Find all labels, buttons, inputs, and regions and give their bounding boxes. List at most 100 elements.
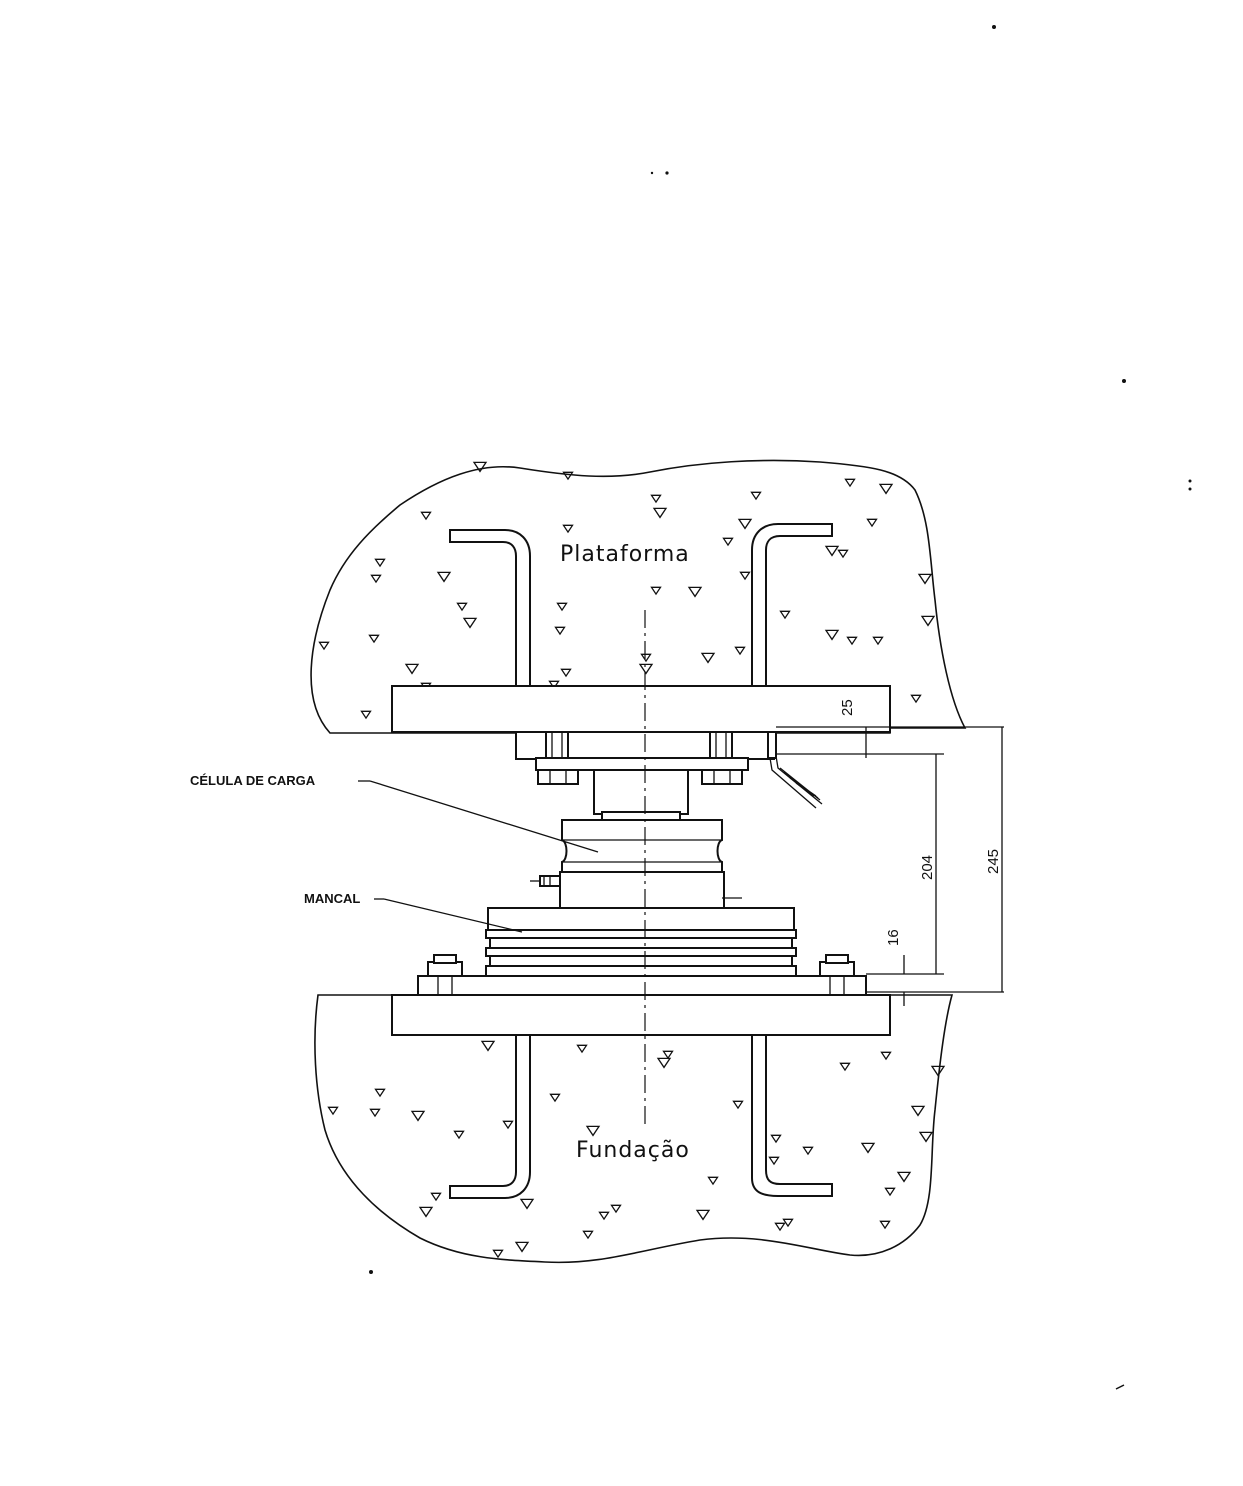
aggregate-triangle xyxy=(327,1106,339,1116)
concrete-aggregate-marks xyxy=(318,461,946,1259)
aggregate-triangle xyxy=(768,1156,780,1166)
upper-embedded-plate xyxy=(391,685,891,733)
aggregate-triangle xyxy=(610,1204,622,1214)
lower-anchor-left xyxy=(449,1034,531,1199)
aggregate-triangle xyxy=(732,1100,744,1110)
aggregate-triangle xyxy=(739,571,751,581)
aggregate-triangle xyxy=(562,524,574,534)
foundation-label: Fundação xyxy=(576,1138,690,1163)
aggregate-triangle xyxy=(662,1050,674,1060)
base-bolt-right xyxy=(819,954,855,996)
aggregate-triangle xyxy=(884,1187,896,1197)
dim-base-16: 16 xyxy=(885,929,902,946)
aggregate-triangle xyxy=(750,491,762,501)
platform-label: Plataforma xyxy=(560,542,690,567)
aggregate-triangle xyxy=(453,1130,465,1140)
aggregate-triangle xyxy=(650,494,662,504)
aggregate-triangle xyxy=(374,1088,386,1098)
aggregate-triangle xyxy=(878,483,894,495)
aggregate-triangle xyxy=(846,636,858,646)
base-bolt-left xyxy=(427,954,463,996)
aggregate-triangle xyxy=(640,653,652,663)
aggregate-triangle xyxy=(872,636,884,646)
aggregate-triangle xyxy=(514,1241,530,1253)
load-button xyxy=(593,769,689,815)
aggregate-triangle xyxy=(910,1105,926,1117)
aggregate-triangle xyxy=(695,1209,711,1221)
aggregate-triangle xyxy=(410,1110,426,1122)
aggregate-triangle xyxy=(837,549,849,559)
aggregate-triangle xyxy=(700,652,716,664)
ground-strap xyxy=(767,731,823,809)
aggregate-triangle xyxy=(548,680,560,690)
dim-total-245: 245 xyxy=(985,849,1002,874)
aggregate-triangle xyxy=(779,610,791,620)
aggregate-triangle xyxy=(844,478,856,488)
dim-cell-204: 204 xyxy=(919,855,936,880)
aggregate-triangle xyxy=(650,586,662,596)
aggregate-triangle xyxy=(472,461,488,473)
load-button-ring xyxy=(601,811,681,821)
lower-anchor-right xyxy=(751,1034,833,1197)
aggregate-triangle xyxy=(374,558,386,568)
aggregate-triangle xyxy=(722,537,734,547)
aggregate-triangle xyxy=(737,518,753,530)
aggregate-triangle xyxy=(598,1211,610,1221)
aggregate-triangle xyxy=(707,1176,719,1186)
aggregate-triangle xyxy=(687,586,703,598)
aggregate-triangle xyxy=(824,545,840,557)
scan-specks xyxy=(369,25,1192,1390)
aggregate-triangle xyxy=(549,1093,561,1103)
aggregate-triangle xyxy=(879,1220,891,1230)
aggregate-triangle xyxy=(839,1062,851,1072)
lower-embedded-plate xyxy=(391,994,891,1036)
aggregate-triangle xyxy=(585,1125,601,1137)
aggregate-triangle xyxy=(560,668,572,678)
aggregate-triangle xyxy=(554,626,566,636)
aggregate-triangle xyxy=(910,694,922,704)
aggregate-triangle xyxy=(880,1051,892,1061)
aggregate-triangle xyxy=(802,1146,814,1156)
aggregate-triangle xyxy=(917,573,933,585)
dimension-lines xyxy=(776,726,1004,1006)
aggregate-triangle xyxy=(896,1171,912,1183)
top-flange xyxy=(535,757,749,771)
aggregate-triangle xyxy=(770,1134,782,1144)
aggregate-triangle xyxy=(436,571,452,583)
aggregate-triangle xyxy=(824,629,840,641)
aggregate-triangle xyxy=(462,617,478,629)
bearing-label: MANCAL xyxy=(304,891,360,906)
aggregate-triangle xyxy=(492,1249,504,1259)
aggregate-triangle xyxy=(370,574,382,584)
aggregate-triangle xyxy=(930,1065,946,1077)
aggregate-triangle xyxy=(652,507,668,519)
load-cell-body xyxy=(559,819,725,909)
dim-plate-25: 25 xyxy=(839,699,856,716)
aggregate-triangle xyxy=(576,1044,588,1054)
aggregate-triangle xyxy=(556,602,568,612)
aggregate-triangle xyxy=(774,1222,786,1232)
aggregate-triangle xyxy=(918,1131,934,1143)
aggregate-triangle xyxy=(502,1120,514,1130)
aggregate-triangle xyxy=(734,646,746,656)
aggregate-triangle xyxy=(860,1142,876,1154)
load-cell-label: CÉLULA DE CARGA xyxy=(190,773,316,788)
aggregate-triangle xyxy=(369,1108,381,1118)
aggregate-triangle xyxy=(456,602,468,612)
aggregate-triangle xyxy=(782,1218,794,1228)
aggregate-triangle xyxy=(368,634,380,644)
aggregate-triangle xyxy=(656,1057,672,1069)
bearing-assembly xyxy=(485,907,797,977)
aggregate-triangle xyxy=(360,710,372,720)
aggregate-triangle xyxy=(866,518,878,528)
cell-cable-connector xyxy=(530,875,561,887)
aggregate-triangle xyxy=(480,1040,496,1052)
aggregate-triangle xyxy=(430,1192,442,1202)
aggregate-triangle xyxy=(519,1198,535,1210)
aggregate-triangle xyxy=(418,1206,434,1218)
aggregate-triangle xyxy=(420,511,432,521)
aggregate-triangle xyxy=(582,1230,594,1240)
aggregate-triangle xyxy=(920,615,936,627)
aggregate-triangle xyxy=(562,471,574,481)
